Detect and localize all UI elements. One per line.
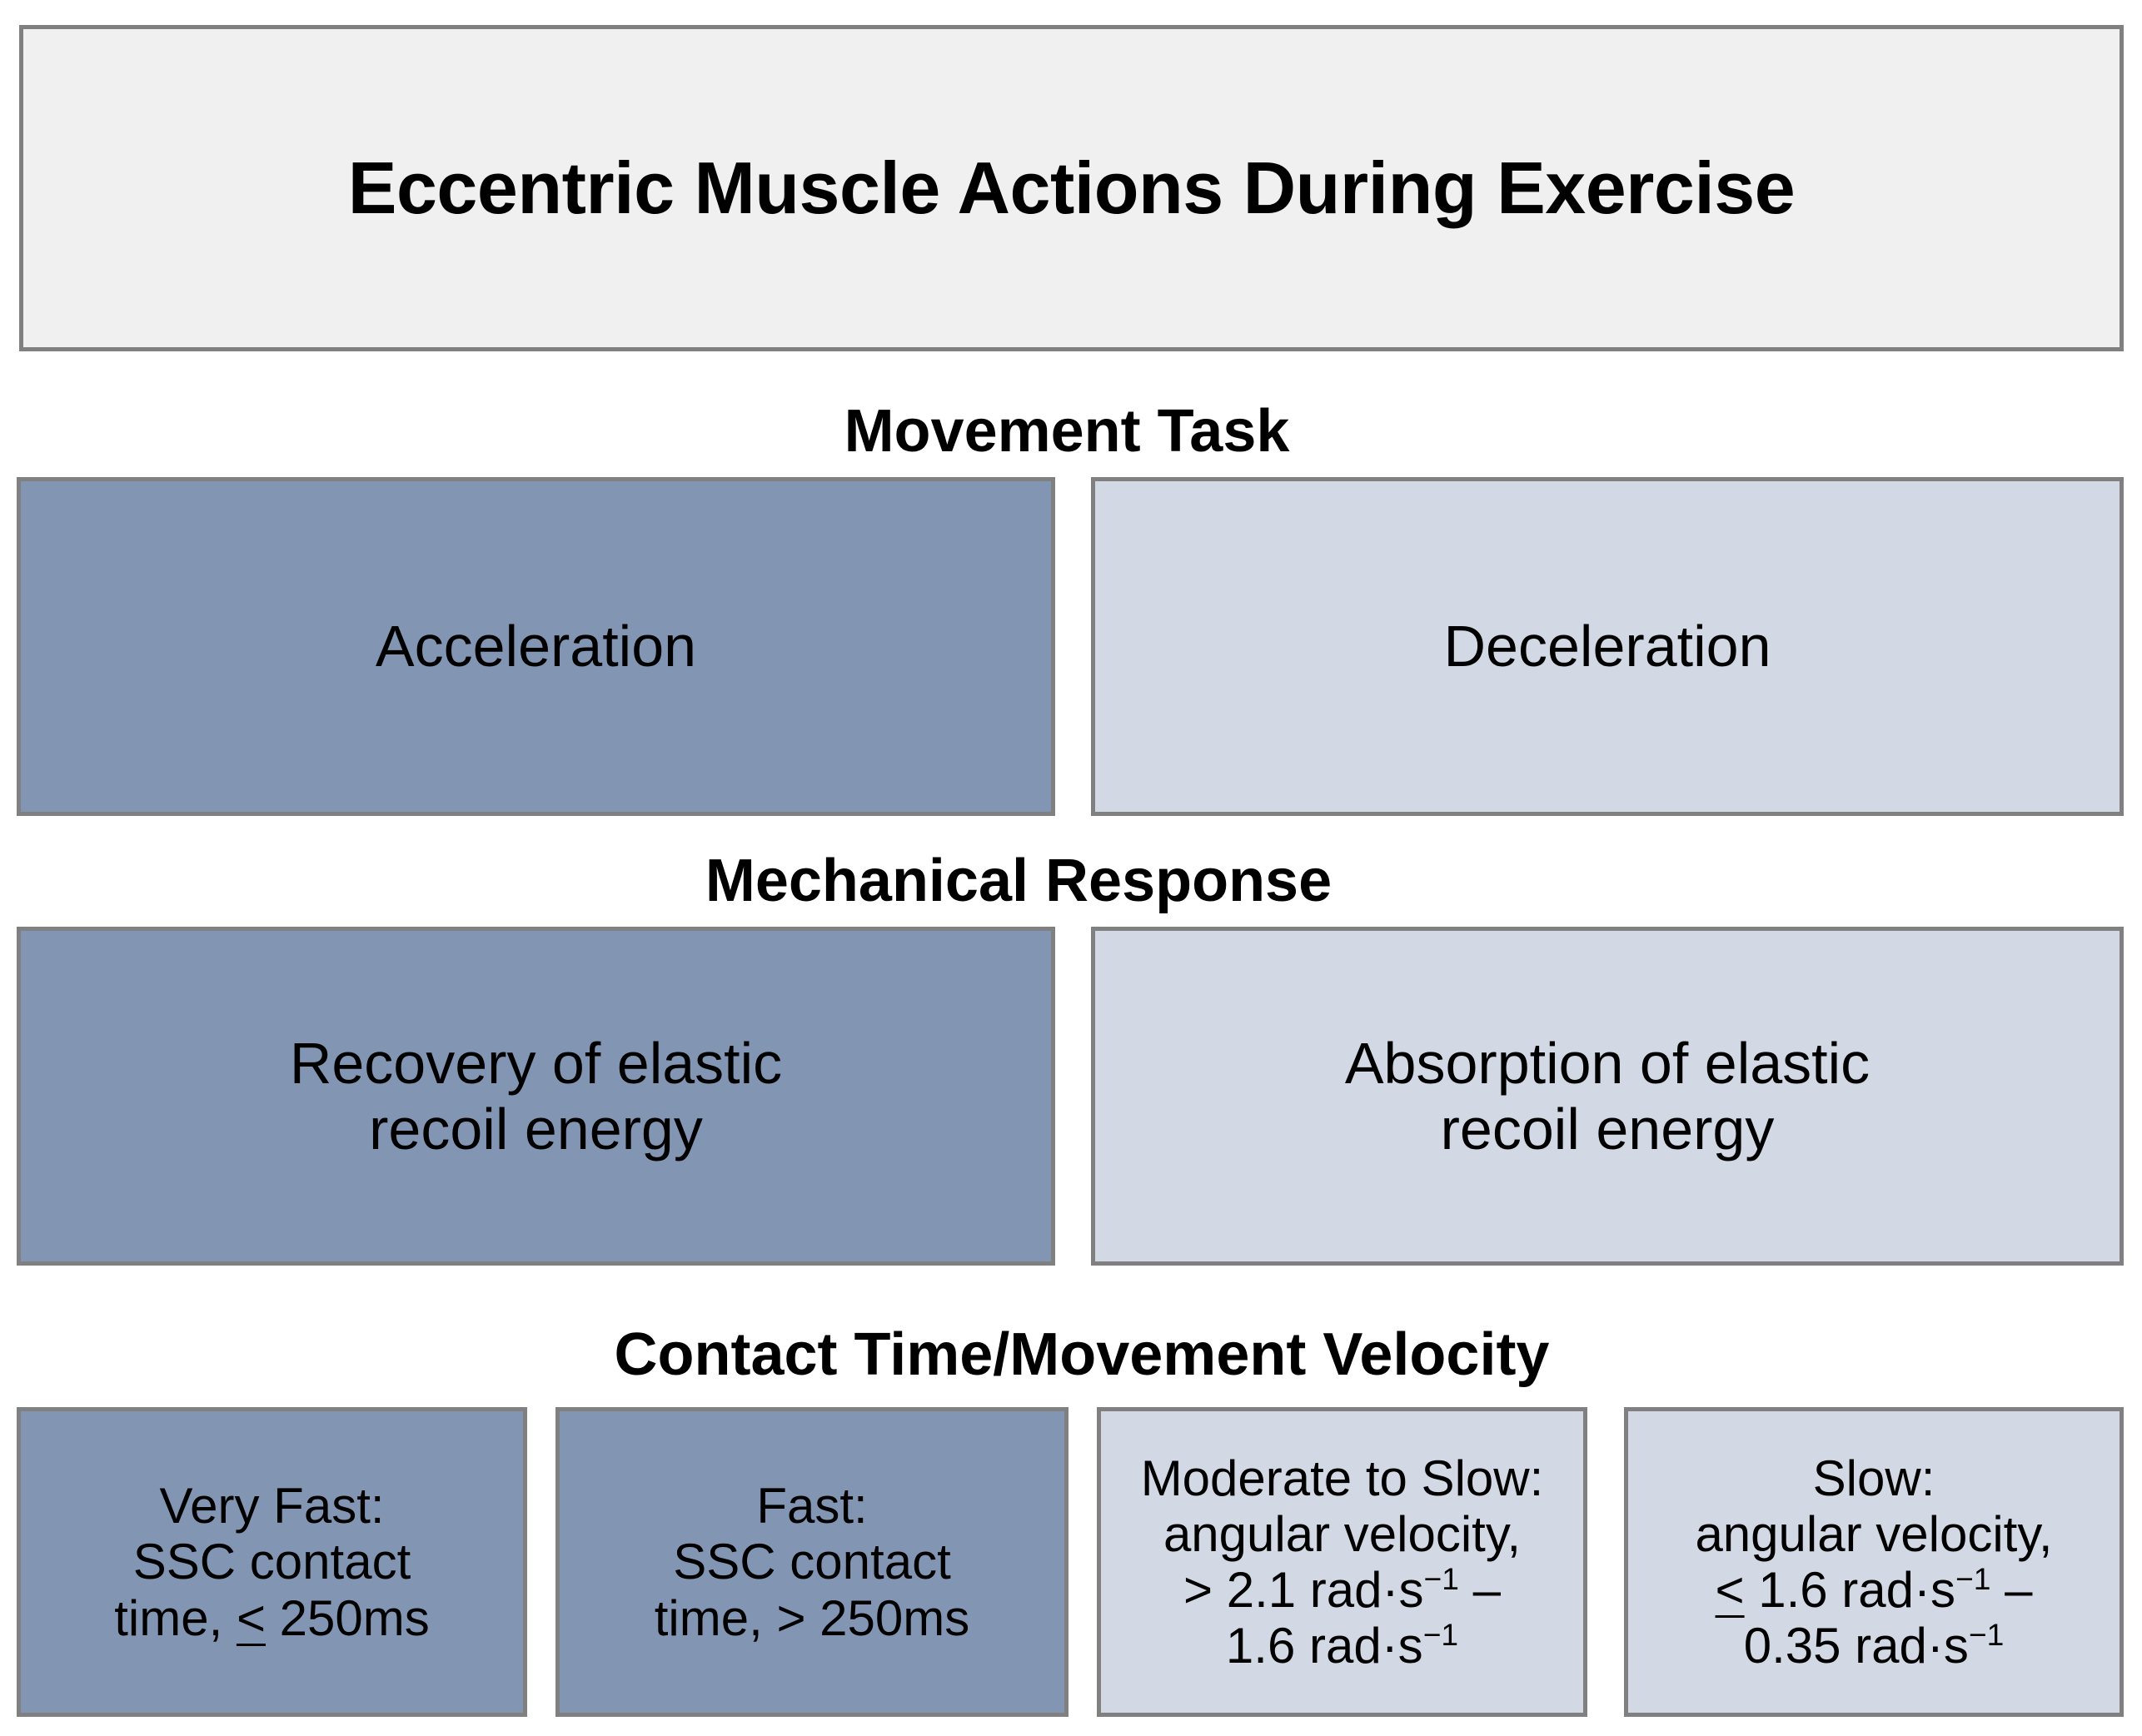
box-slow-text: Slow: angular velocity, < 1.6 rad·s−1 – …: [1628, 1450, 2120, 1674]
box-recovery-text: Recovery of elastic recoil energy: [21, 1031, 1051, 1161]
box-acceleration-label: Acceleration: [375, 614, 697, 679]
box-slow-line3-pre: 1.6 rad·s: [1744, 1562, 1956, 1618]
box-moderate-text: Moderate to Slow: angular velocity, > 2.…: [1101, 1450, 1583, 1674]
box-recovery-line2: recoil energy: [369, 1096, 703, 1161]
box-fast-text: Fast: SSC contact time, > 250ms: [560, 1478, 1064, 1646]
box-fast: Fast: SSC contact time, > 250ms: [555, 1407, 1069, 1717]
box-acceleration: Acceleration: [17, 477, 1055, 816]
box-very-fast: Very Fast: SSC contact time, < 250ms: [17, 1407, 527, 1717]
box-slow: Slow: angular velocity, < 1.6 rad·s−1 – …: [1624, 1407, 2124, 1717]
box-slow-line2: angular velocity,: [1695, 1505, 2053, 1562]
box-moderate-line2: angular velocity,: [1163, 1505, 1522, 1562]
box-absorption-text: Absorption of elastic recoil energy: [1095, 1031, 2120, 1161]
box-moderate-line3-exponent: −1: [1423, 1561, 1459, 1596]
box-very-fast-text: Very Fast: SSC contact time, < 250ms: [21, 1478, 523, 1646]
box-slow-line4-pre: 0.35 rad·s: [1743, 1618, 1969, 1674]
box-very-fast-line3-pre: time,: [114, 1589, 237, 1646]
box-moderate-line3-post: –: [1458, 1562, 1501, 1618]
box-moderate-line4-exponent: −1: [1422, 1617, 1459, 1653]
box-very-fast-line1: Very Fast:: [159, 1478, 385, 1535]
box-recovery-elastic-energy: Recovery of elastic recoil energy: [17, 927, 1055, 1266]
box-moderate-line4-pre: 1.6 rad·s: [1225, 1618, 1423, 1674]
box-slow-line4-exponent: −1: [1968, 1617, 2005, 1653]
box-absorption-line1: Absorption of elastic: [1344, 1031, 1871, 1097]
box-very-fast-less-equal-symbol: <: [236, 1589, 266, 1646]
box-slow-line1: Slow:: [1812, 1450, 1935, 1506]
box-moderate-line3-pre: > 2.1 rad·s: [1183, 1562, 1424, 1618]
box-fast-line1: Fast:: [756, 1478, 868, 1535]
box-fast-line2: SSC contact: [673, 1534, 951, 1590]
box-deceleration-label: Deceleration: [1443, 614, 1771, 679]
box-slow-line3-post: –: [1990, 1562, 2033, 1618]
box-very-fast-line2: SSC contact: [132, 1534, 411, 1590]
section-heading-contact-time-movement-velocity: Contact Time/Movement Velocity: [614, 1321, 1550, 1388]
section-heading-mechanical-response: Mechanical Response: [705, 848, 1333, 914]
box-absorption-line2: recoil energy: [1440, 1096, 1775, 1161]
box-absorption-elastic-energy: Absorption of elastic recoil energy: [1091, 927, 2124, 1266]
box-slow-line3-exponent: −1: [1955, 1561, 1991, 1596]
box-moderate-to-slow: Moderate to Slow: angular velocity, > 2.…: [1097, 1407, 1587, 1717]
diagram-title-box: Eccentric Muscle Actions During Exercise: [19, 25, 2124, 351]
section-heading-movement-task: Movement Task: [844, 398, 1290, 465]
box-moderate-line1: Moderate to Slow:: [1140, 1450, 1544, 1506]
box-very-fast-line3-post: 250ms: [265, 1589, 430, 1646]
page-title: Eccentric Muscle Actions During Exercise: [347, 146, 1796, 229]
box-slow-less-equal-symbol: <: [1715, 1562, 1745, 1618]
box-fast-line3: time, > 250ms: [654, 1589, 970, 1646]
box-deceleration: Deceleration: [1091, 477, 2124, 816]
box-recovery-line1: Recovery of elastic: [289, 1031, 783, 1097]
